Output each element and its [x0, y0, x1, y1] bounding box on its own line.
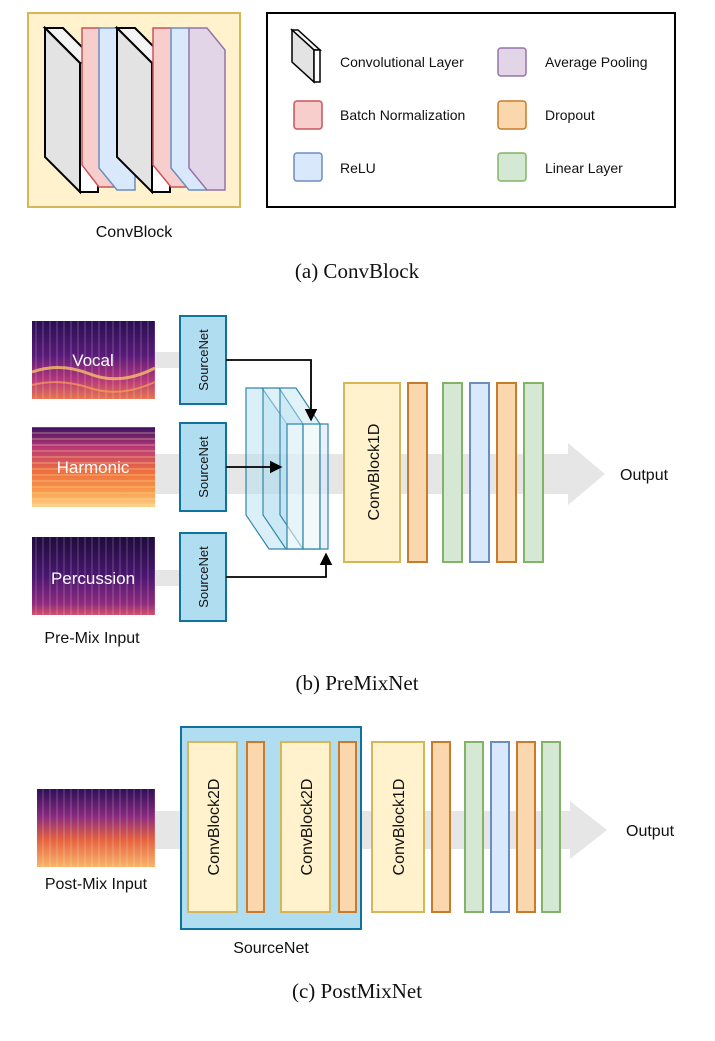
svg-text:ConvBlock1D: ConvBlock1D: [366, 424, 383, 521]
flow-connector-vocal: [155, 352, 180, 368]
linear-layer: [523, 382, 544, 563]
caption-b: (b) PreMixNet: [295, 671, 418, 695]
legend-label: Convolutional Layer: [340, 54, 464, 70]
convblock2d-box-2: ConvBlock2D: [280, 741, 331, 913]
panel-b: Vocal Harmonic Percussion Pre-Mix Input …: [31, 315, 669, 695]
sourcenet-box-1: SourceNet: [179, 315, 227, 405]
convblock1d-box: ConvBlock1D: [343, 382, 401, 563]
linear-layer: [464, 741, 484, 913]
square-icon: [293, 100, 323, 130]
legend-label: ReLU: [340, 160, 376, 176]
output-label: Output: [626, 823, 675, 840]
arrow-vocal: [226, 359, 318, 422]
dropout-layer: [407, 382, 428, 563]
svg-text:SourceNet: SourceNet: [196, 329, 211, 391]
spectrogram-percussion: Percussion: [32, 537, 155, 615]
relu-layer: [490, 741, 510, 913]
sourcenet-box-3: SourceNet: [179, 532, 227, 622]
spectrogram-post-mix: [37, 789, 155, 867]
arrow-percussion: [226, 552, 333, 578]
legend-item-linear: Linear Layer: [497, 152, 623, 182]
stacked-feature-maps: [245, 387, 329, 550]
legend-item-dropout: Dropout: [497, 100, 595, 130]
legend-item-pooling: Average Pooling: [497, 47, 647, 77]
pooling-layer: [188, 27, 226, 191]
legend-label: Average Pooling: [545, 54, 647, 70]
input-label-vocal: Vocal: [72, 351, 114, 370]
linear-layer: [442, 382, 463, 563]
legend-label: Batch Normalization: [340, 107, 465, 123]
svg-text:SourceNet: SourceNet: [196, 436, 211, 498]
svg-text:ConvBlock1D: ConvBlock1D: [391, 779, 408, 876]
sourcenet-label: SourceNet: [233, 940, 309, 957]
caption-a: (a) ConvBlock: [295, 259, 420, 283]
svg-text:ConvBlock2D: ConvBlock2D: [299, 779, 316, 876]
convblock2d-box-1: ConvBlock2D: [187, 741, 238, 913]
dropout-layer: [496, 382, 517, 563]
convblock-label: ConvBlock: [96, 224, 173, 241]
square-icon: [497, 47, 527, 77]
svg-text:ConvBlock2D: ConvBlock2D: [206, 779, 223, 876]
sourcenet-box-2: SourceNet: [179, 422, 227, 512]
input-label-harmonic: Harmonic: [57, 458, 130, 477]
dropout-layer: [246, 741, 265, 913]
square-icon: [293, 152, 323, 182]
panel-c: Post-Mix Input SourceNet ConvBlock2D Con…: [37, 726, 675, 1003]
dropout-layer: [431, 741, 451, 913]
dropout-layer: [516, 741, 536, 913]
cuboid-icon: [290, 28, 322, 84]
legend-item-conv: Convolutional Layer: [290, 28, 464, 84]
pre-mix-input-caption: Pre-Mix Input: [44, 630, 140, 647]
spectrogram-vocal: Vocal: [31, 321, 156, 399]
dropout-layer: [338, 741, 357, 913]
svg-text:SourceNet: SourceNet: [196, 546, 211, 608]
input-label-percussion: Percussion: [51, 569, 135, 588]
square-icon: [497, 152, 527, 182]
square-icon: [497, 100, 527, 130]
relu-layer: [469, 382, 490, 563]
legend-label: Dropout: [545, 107, 595, 123]
output-label: Output: [620, 467, 669, 484]
legend-item-relu: ReLU: [293, 152, 376, 182]
caption-c: (c) PostMixNet: [292, 979, 422, 1003]
linear-layer: [541, 741, 561, 913]
panel-a: ConvBlock Convolutional Layer Batch Norm…: [27, 12, 676, 283]
flow-connector-percussion: [155, 570, 180, 586]
post-mix-input-caption: Post-Mix Input: [45, 876, 148, 893]
legend-item-batchnorm: Batch Normalization: [293, 100, 465, 130]
convblock1d-box: ConvBlock1D: [371, 741, 425, 913]
legend-label: Linear Layer: [545, 160, 623, 176]
legend-box: [266, 12, 676, 208]
spectrogram-harmonic: Harmonic: [32, 427, 155, 507]
